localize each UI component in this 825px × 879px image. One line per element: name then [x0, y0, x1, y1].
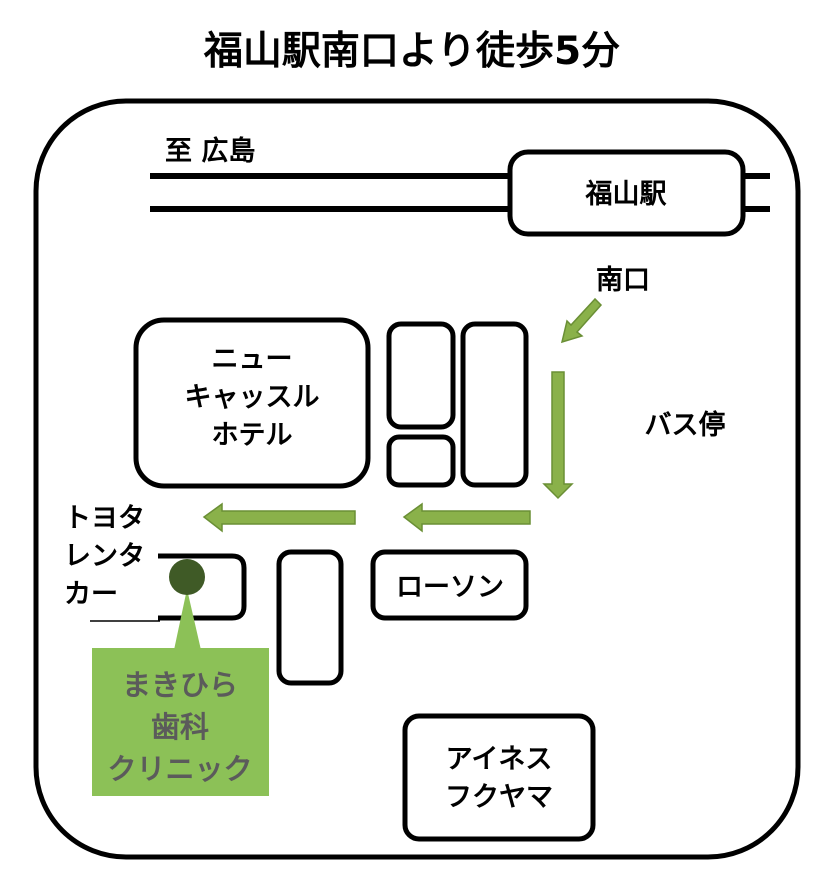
- route-arrow-down: [542, 371, 574, 500]
- clinic-label-line-2: 歯科: [151, 710, 209, 744]
- hotel-label-line-3: ホテル: [212, 420, 293, 451]
- map-title: 福山駅南口より徒歩5分: [203, 29, 620, 74]
- bus-stop-label: バス停: [645, 409, 726, 441]
- route-arrow-left-1: [402, 502, 531, 533]
- clinic-building: [158, 553, 247, 621]
- aines-label-line-1: アイネス: [446, 744, 553, 775]
- route-arrow-left-2: [202, 502, 356, 533]
- station-label: 福山駅: [585, 179, 667, 210]
- hotel-building: [133, 317, 371, 489]
- clinic-callout-pointer: [174, 589, 201, 650]
- clinic-callout-box: [92, 648, 269, 796]
- block-c: [460, 321, 529, 488]
- south-exit-label: 南口: [596, 265, 650, 296]
- hotel-label-line-2: キャッスル: [185, 382, 320, 413]
- station-building: [507, 149, 746, 237]
- clinic-label-line-3: クリニック: [107, 752, 252, 786]
- map-frame: [33, 98, 801, 860]
- lawson-label: ローソン: [396, 572, 504, 603]
- direction-label: 至 広島: [165, 135, 255, 167]
- lawson-building: [370, 549, 529, 621]
- toyota-label-line-2: レンタ: [64, 541, 145, 572]
- block-b: [386, 434, 456, 488]
- clinic-label-line-1: まきひら: [122, 668, 238, 702]
- hotel-label-line-1: ニュー: [212, 344, 293, 375]
- aines-building: [402, 713, 596, 842]
- toyota-label-line-3: カー: [64, 579, 118, 610]
- toyota-label-line-1: トヨタ: [64, 503, 145, 534]
- block-d: [276, 549, 344, 686]
- aines-label-line-2: フクヤマ: [445, 782, 553, 813]
- route-arrow-diagonal: [560, 297, 603, 344]
- clinic-location-pin-icon: [169, 559, 205, 595]
- block-a: [386, 321, 456, 430]
